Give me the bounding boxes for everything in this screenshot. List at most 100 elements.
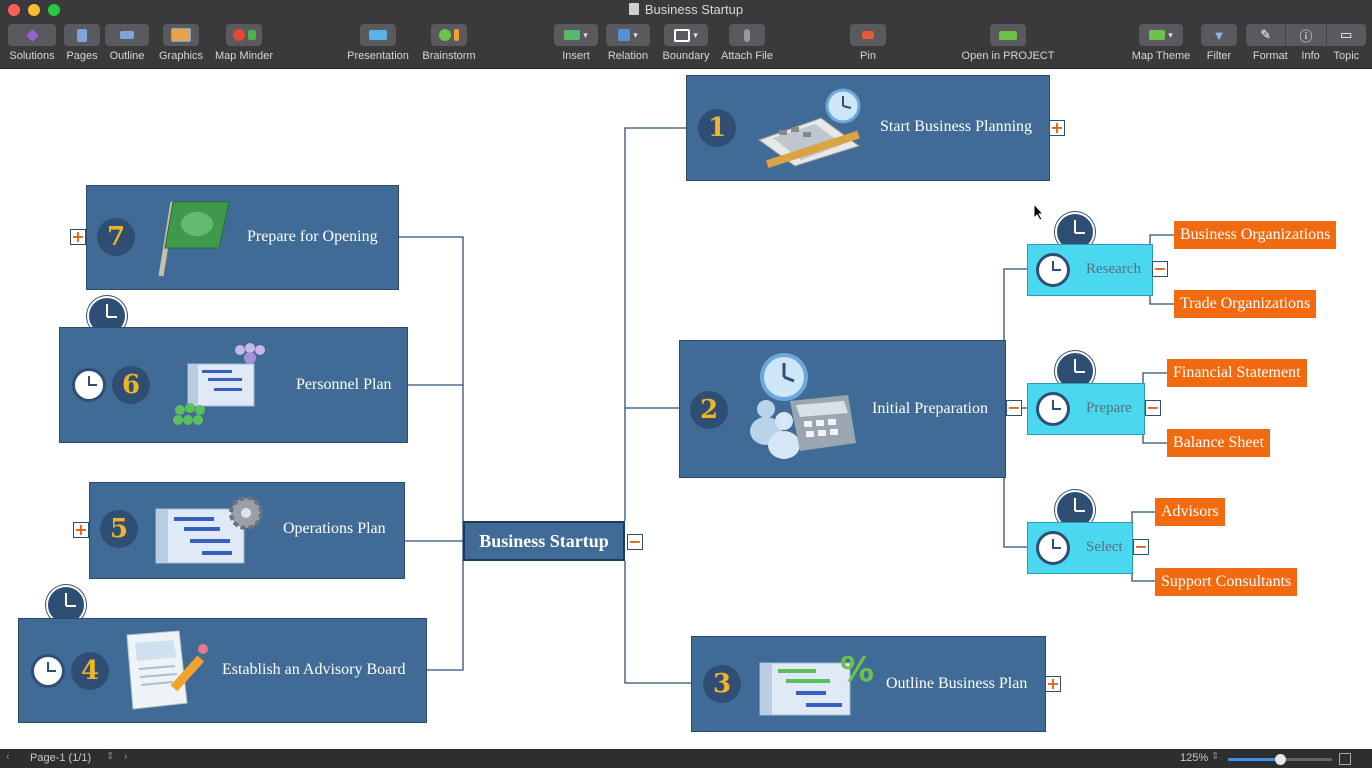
toolbar-label: Brainstorm bbox=[422, 50, 476, 62]
topic-number-badge: 1 bbox=[698, 109, 736, 147]
chevron-down-icon: ▾ bbox=[633, 29, 638, 40]
clock-icon bbox=[1036, 392, 1070, 426]
expand-toggle[interactable]: + bbox=[70, 227, 86, 246]
relation-icon: ▾ bbox=[606, 24, 650, 46]
toolbar-brainstorm[interactable]: Brainstorm bbox=[418, 24, 480, 66]
collapse-toggle[interactable]: − bbox=[1006, 398, 1022, 417]
topic-prepare-for-opening[interactable]: 7 Prepare for Opening bbox=[86, 185, 399, 290]
topic-establish-advisory-board[interactable]: 4 Establish an Advisory Board bbox=[18, 618, 427, 723]
chevron-down-icon: ▾ bbox=[583, 29, 588, 40]
toolbar-label: Map Theme bbox=[1131, 50, 1191, 62]
pin-icon bbox=[850, 24, 886, 46]
topic-label: Prepare for Opening bbox=[247, 228, 378, 245]
zoom-level: 125% bbox=[1180, 752, 1209, 764]
toolbar-pages[interactable]: Pages bbox=[62, 24, 102, 66]
zoom-stepper-icon[interactable]: ⇕ bbox=[1211, 751, 1220, 762]
document-pencil-icon bbox=[126, 630, 208, 710]
window-title: Business Startup bbox=[0, 2, 1372, 17]
svg-text:%: % bbox=[840, 650, 874, 690]
leaf-balance-sheet[interactable]: Balance Sheet bbox=[1167, 429, 1271, 457]
expand-toggle[interactable]: + bbox=[73, 520, 89, 539]
topic-number-badge: 2 bbox=[690, 391, 728, 429]
toolbar-boundary[interactable]: ▾ Boundary bbox=[658, 24, 714, 66]
toolbar-label: Outline bbox=[109, 50, 145, 62]
subtopic-label: Research bbox=[1086, 261, 1141, 277]
toolbar-label: Pages bbox=[66, 50, 98, 62]
gantt-gear-icon bbox=[155, 496, 263, 564]
page-stepper-icon[interactable]: ⇕ bbox=[106, 751, 115, 762]
topic-operations-plan[interactable]: 5 Operations Plan bbox=[89, 482, 405, 579]
toolbar-solutions[interactable]: Solutions bbox=[4, 24, 60, 66]
topic-number-badge: 5 bbox=[100, 510, 138, 548]
leaf-advisors[interactable]: Advisors bbox=[1155, 498, 1225, 526]
format-icon[interactable]: ✎ bbox=[1246, 24, 1287, 46]
topic-label: Outline Business Plan bbox=[886, 675, 1028, 692]
toolbar-label: Attach File bbox=[721, 50, 773, 62]
leaf-financial-statement[interactable]: Financial Statement bbox=[1167, 359, 1307, 387]
toolbar-attach-file[interactable]: Attach File bbox=[716, 24, 778, 66]
fit-to-window-icon[interactable] bbox=[1339, 753, 1351, 765]
topic-outline-business-plan[interactable]: 3 % Outline Business Plan bbox=[691, 636, 1046, 732]
document-icon bbox=[628, 3, 639, 15]
brainstorm-icon bbox=[431, 24, 467, 46]
gantt-percent-icon: % bbox=[759, 650, 874, 716]
central-topic-business-startup[interactable]: Business Startup bbox=[463, 521, 625, 561]
toolbar-label: Filter bbox=[1206, 50, 1232, 62]
toolbar-presentation[interactable]: Presentation bbox=[342, 24, 414, 66]
clock-icon bbox=[1036, 253, 1070, 287]
toolbar-filter[interactable]: ▼ Filter bbox=[1200, 24, 1238, 66]
leaf-support-consultants[interactable]: Support Consultants bbox=[1155, 568, 1298, 596]
subtopic-prepare[interactable]: Prepare bbox=[1027, 383, 1145, 435]
toolbar: Solutions Pages Outline Graphics Map Min… bbox=[0, 20, 1372, 69]
toolbar-map-minder[interactable]: Map Minder bbox=[210, 24, 278, 66]
map-canvas[interactable]: 1 Start Business Planning + 2 Initial Pr… bbox=[0, 69, 1372, 749]
topic-initial-preparation[interactable]: 2 Initial Preparation bbox=[679, 340, 1006, 478]
toolbar-pin[interactable]: Pin bbox=[848, 24, 888, 66]
expand-toggle[interactable]: + bbox=[1045, 674, 1061, 693]
topic-icon[interactable]: ▭ bbox=[1340, 27, 1353, 42]
toolbar-label: Info bbox=[1301, 50, 1320, 62]
collapse-toggle[interactable]: − bbox=[1152, 259, 1168, 278]
insert-icon: ▾ bbox=[554, 24, 598, 46]
topic-number-badge: 3 bbox=[703, 665, 741, 703]
collapse-toggle[interactable]: − bbox=[1145, 398, 1161, 417]
collapse-toggle[interactable]: − bbox=[1133, 537, 1149, 556]
subtopic-select[interactable]: Select bbox=[1027, 522, 1133, 574]
toolbar-format-info-topic: ✎ ⓘ ▭ Format Info Topic bbox=[1246, 24, 1366, 66]
toolbar-outline[interactable]: Outline bbox=[104, 24, 150, 66]
toolbar-open-in-project[interactable]: Open in PROJECT bbox=[958, 24, 1058, 66]
solutions-icon bbox=[8, 24, 56, 46]
map-theme-icon: ▾ bbox=[1139, 24, 1183, 46]
collapse-toggle[interactable]: − bbox=[627, 532, 643, 551]
window-title-text: Business Startup bbox=[644, 2, 744, 17]
previous-page-icon[interactable]: ‹ bbox=[6, 751, 10, 763]
next-page-icon[interactable]: › bbox=[124, 751, 128, 763]
topic-start-business-planning[interactable]: 1 Start Business Planning bbox=[686, 75, 1050, 181]
toolbar-insert[interactable]: ▾ Insert bbox=[552, 24, 600, 66]
topic-personnel-plan[interactable]: 6 Personnel Plan bbox=[59, 327, 408, 443]
toolbar-label: Relation bbox=[607, 50, 649, 62]
topic-label: Start Business Planning bbox=[880, 118, 1033, 135]
subtopic-research[interactable]: Research bbox=[1027, 244, 1153, 296]
mouse-cursor-icon bbox=[1033, 203, 1045, 221]
chevron-down-icon: ▾ bbox=[1168, 29, 1173, 40]
toolbar-label: Insert bbox=[562, 50, 590, 62]
expand-toggle[interactable]: + bbox=[1049, 118, 1065, 137]
toolbar-relation[interactable]: ▾ Relation bbox=[604, 24, 652, 66]
zoom-window-button[interactable] bbox=[48, 4, 60, 16]
leaf-business-organizations[interactable]: Business Organizations bbox=[1174, 221, 1337, 249]
toolbar-graphics[interactable]: Graphics bbox=[156, 24, 206, 66]
zoom-slider-knob[interactable] bbox=[1275, 754, 1286, 765]
toolbar-label: Solutions bbox=[9, 50, 55, 62]
leaf-trade-organizations[interactable]: Trade Organizations bbox=[1174, 290, 1317, 318]
info-icon[interactable]: ⓘ bbox=[1286, 24, 1327, 46]
close-window-button[interactable] bbox=[8, 4, 20, 16]
filter-icon: ▼ bbox=[1201, 24, 1237, 46]
toolbar-map-theme[interactable]: ▾ Map Theme bbox=[1128, 24, 1194, 66]
inspector-labels: Format Info Topic bbox=[1246, 50, 1366, 62]
map-minder-icon bbox=[226, 24, 262, 46]
topic-label: Establish an Advisory Board bbox=[222, 661, 406, 678]
zoom-slider[interactable] bbox=[1228, 754, 1332, 765]
topic-number-badge: 7 bbox=[97, 218, 135, 256]
minimize-window-button[interactable] bbox=[28, 4, 40, 16]
